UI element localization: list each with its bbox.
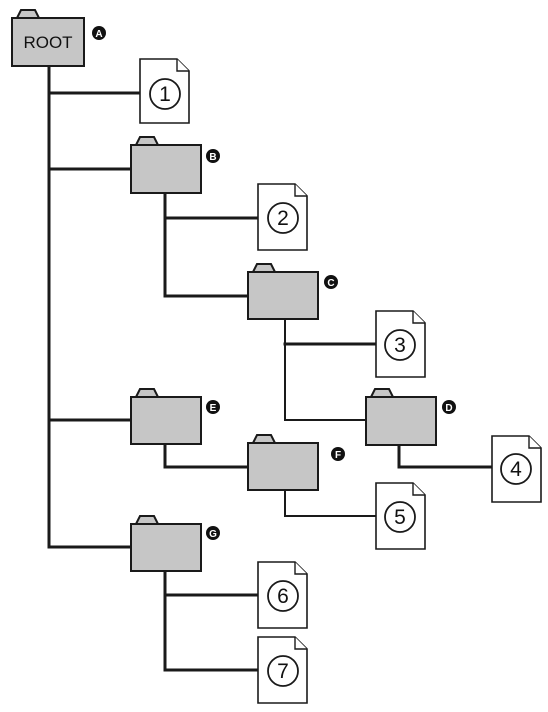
file-number: 6 — [277, 585, 289, 608]
file-number: 4 — [510, 458, 522, 481]
badge-label: G — [209, 529, 217, 540]
folder-e[interactable]: E — [130, 388, 220, 445]
file-fold-icon — [294, 184, 307, 197]
file-number: 2 — [277, 207, 289, 230]
badge-b: B — [206, 149, 220, 163]
file-fold-icon — [294, 562, 307, 575]
file-fold-icon — [528, 436, 541, 449]
connector-d-file4 — [397, 443, 494, 469]
number-ring-icon — [149, 78, 181, 110]
folder-tab-icon — [251, 263, 277, 273]
folder-tab-icon — [134, 515, 160, 525]
badge-label: F — [335, 450, 341, 461]
folder-icon — [247, 271, 319, 320]
root-label: ROOT — [23, 33, 72, 52]
badge-label: A — [95, 29, 102, 40]
connector-b-folder-c — [163, 191, 250, 298]
number-ring-icon — [500, 453, 532, 485]
badge-label: C — [327, 278, 334, 289]
connector-e-folder-f — [163, 442, 250, 469]
folder-tab-icon — [251, 434, 277, 444]
folder-tab-icon — [15, 9, 41, 19]
badge-f: F — [331, 447, 345, 461]
file-3[interactable]: 3 — [375, 310, 426, 378]
file-2[interactable]: 2 — [257, 183, 308, 251]
connector-g-file7 — [163, 569, 260, 672]
badge-label: E — [210, 403, 217, 414]
folder-icon — [247, 442, 319, 491]
badge-label: D — [445, 403, 452, 414]
number-ring-icon — [384, 329, 416, 361]
file-fold-icon — [412, 483, 425, 496]
number-ring-icon — [267, 580, 299, 612]
folder-icon — [130, 523, 202, 572]
folder-d[interactable]: D — [365, 388, 456, 446]
file-number: 5 — [394, 506, 406, 529]
badge-d: D — [442, 400, 456, 414]
file-fold-icon — [294, 637, 307, 650]
number-ring-icon — [267, 202, 299, 234]
file-number: 7 — [277, 660, 289, 683]
folder-icon — [365, 396, 437, 446]
folder-tab-icon — [134, 388, 160, 398]
file-7[interactable]: 7 — [257, 636, 308, 704]
folder-icon — [130, 396, 202, 445]
folder-icon — [130, 144, 202, 194]
badge-label: B — [209, 152, 216, 163]
file-6[interactable]: 6 — [257, 561, 308, 629]
folder-tab-icon — [134, 136, 160, 146]
badge-a: A — [92, 26, 106, 40]
number-ring-icon — [267, 655, 299, 687]
tree-connectors — [47, 64, 494, 672]
file-fold-icon — [176, 59, 189, 72]
folder-b[interactable]: B — [130, 136, 220, 194]
badge-c: C — [324, 275, 338, 289]
number-ring-icon — [384, 501, 416, 533]
folder-g[interactable]: G — [130, 515, 220, 572]
badge-g: G — [206, 526, 220, 540]
folder-c[interactable]: C — [247, 263, 338, 320]
connector-f-file5 — [284, 490, 376, 517]
file-4[interactable]: 4 — [491, 435, 542, 503]
folder-icon — [11, 17, 85, 67]
file-number: 1 — [159, 83, 171, 106]
folder-f[interactable]: F — [247, 434, 345, 491]
file-5[interactable]: 5 — [375, 482, 426, 550]
file-number: 3 — [394, 334, 406, 357]
connector-c-folder-d — [284, 319, 366, 421]
file-1[interactable]: 1 — [139, 58, 190, 124]
folder-root[interactable]: ROOT A — [11, 9, 106, 67]
file-fold-icon — [412, 311, 425, 324]
folder-tab-icon — [369, 388, 395, 398]
badge-e: E — [206, 400, 220, 414]
